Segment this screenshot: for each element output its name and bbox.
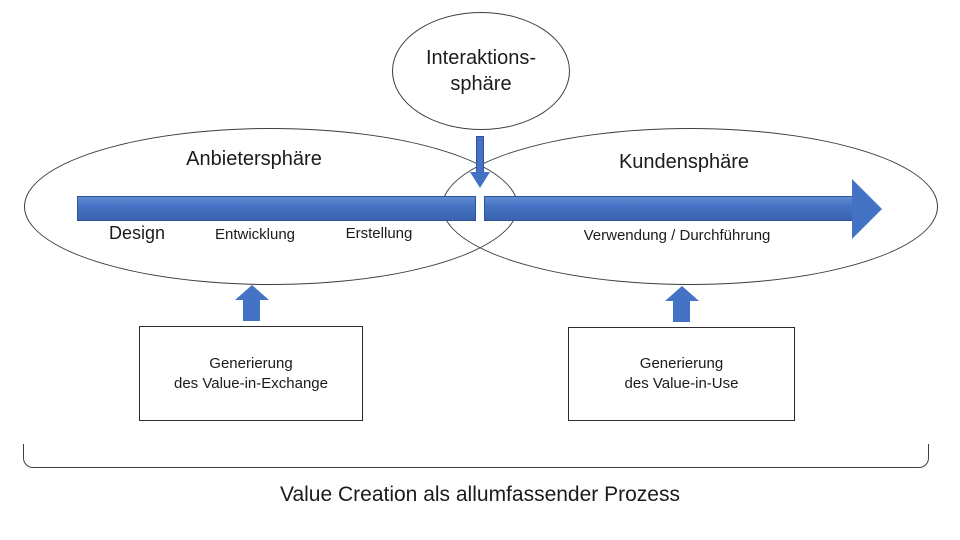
bottom-caption: Value Creation als allumfassender Prozes… xyxy=(280,483,680,506)
up-arrow-left-stem xyxy=(243,299,260,321)
up-arrow-right-icon xyxy=(665,286,699,301)
interaction-sphere-ellipse: Interaktions- sphäre xyxy=(392,12,570,130)
down-arrow-head-icon xyxy=(470,172,490,188)
up-arrow-right-stem xyxy=(673,300,690,322)
customer-sphere-title: Kundensphäre xyxy=(618,151,750,173)
stage-label-entwicklung: Entwicklung xyxy=(214,226,296,243)
interaction-sphere-label-line2: sphäre xyxy=(450,73,512,95)
stage-label-design: Design xyxy=(108,223,166,243)
process-arrow-bar-right xyxy=(484,196,853,221)
bottom-bracket xyxy=(23,444,929,468)
down-arrow-icon xyxy=(476,136,484,173)
value-in-exchange-line2: des Value-in-Exchange xyxy=(174,374,328,392)
process-arrow-bar-left xyxy=(77,196,476,221)
interaction-sphere-label-line1: Interaktions- xyxy=(425,47,537,69)
stage-label-erstellung: Erstellung xyxy=(345,225,413,242)
value-in-use-line1: Generierung xyxy=(639,355,724,372)
up-arrow-left-icon xyxy=(235,285,269,300)
value-in-exchange-box: Generierung des Value-in-Exchange xyxy=(139,326,363,421)
stage-label-verwendung: Verwendung / Durchführung xyxy=(583,227,771,244)
value-in-use-box: Generierung des Value-in-Use xyxy=(568,327,795,421)
provider-sphere-title: Anbietersphäre xyxy=(186,148,322,170)
value-in-use-line2: des Value-in-Use xyxy=(624,375,739,392)
process-arrow-head-icon xyxy=(852,179,882,239)
value-in-exchange-line1: Generierung xyxy=(209,354,293,372)
